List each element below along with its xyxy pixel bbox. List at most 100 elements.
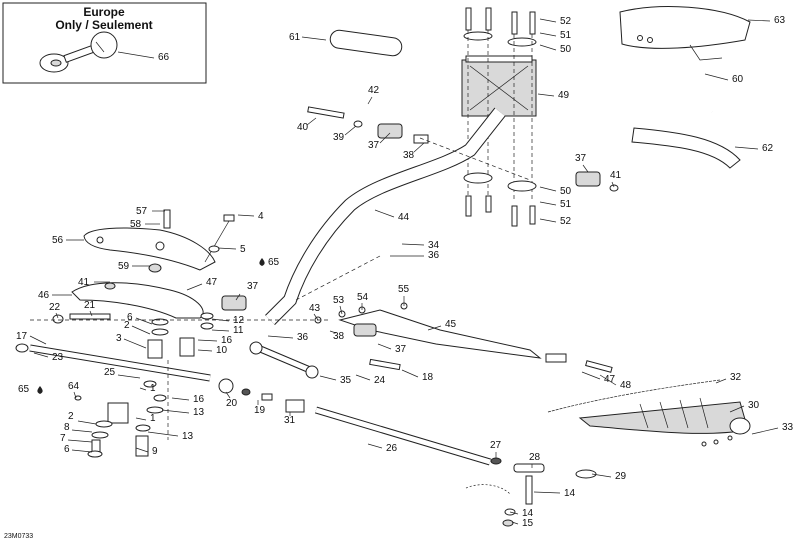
grip-61 bbox=[329, 29, 403, 57]
callout-label-26: 26 bbox=[386, 443, 398, 454]
callout-label-51: 51 bbox=[560, 199, 572, 210]
callout-leader bbox=[319, 375, 337, 381]
callout-leader bbox=[313, 313, 319, 321]
top-bolts bbox=[463, 7, 537, 47]
callout-leader bbox=[539, 18, 557, 23]
callout-leader bbox=[582, 164, 589, 173]
callout-label-3: 3 bbox=[116, 333, 122, 344]
callout-leader bbox=[237, 214, 255, 217]
callout-leader bbox=[139, 387, 147, 391]
callout-leader bbox=[427, 325, 442, 331]
callout-label-65: 65 bbox=[18, 384, 30, 395]
callout-label-52: 52 bbox=[560, 216, 572, 227]
callout-label-21: 21 bbox=[84, 300, 96, 311]
callout-label-16: 16 bbox=[221, 335, 233, 346]
callout-leader bbox=[267, 335, 294, 339]
callout-leader bbox=[511, 521, 519, 525]
callout-leader bbox=[715, 378, 727, 384]
callout-label-1: 1 bbox=[150, 413, 156, 424]
callout-leader bbox=[539, 218, 557, 223]
callout-label-27: 27 bbox=[490, 440, 502, 451]
callout-label-12: 12 bbox=[233, 315, 245, 326]
callout-label-37: 37 bbox=[395, 344, 407, 355]
lubricant-icon bbox=[37, 386, 43, 394]
callout-leader bbox=[306, 117, 317, 126]
callout-leader bbox=[344, 125, 357, 136]
callout-label-32: 32 bbox=[730, 372, 742, 383]
callout-label-55: 55 bbox=[398, 284, 410, 295]
callout-label-15: 15 bbox=[522, 518, 534, 529]
callout-label-37: 37 bbox=[368, 140, 380, 151]
callout-leader bbox=[599, 374, 617, 386]
callout-label-58: 58 bbox=[130, 219, 142, 230]
callout-label-9: 9 bbox=[152, 446, 158, 457]
ball-joint-rod bbox=[249, 341, 613, 379]
callout-label-30: 30 bbox=[748, 400, 760, 411]
callout-leader bbox=[89, 310, 93, 317]
inset-leader bbox=[117, 51, 155, 59]
callout-leader bbox=[539, 32, 557, 37]
callout-label-24: 24 bbox=[374, 375, 386, 386]
callout-leader bbox=[71, 429, 93, 433]
callout-leader bbox=[729, 405, 745, 413]
callout-label-25: 25 bbox=[104, 367, 116, 378]
callout-leader bbox=[539, 201, 557, 206]
callout-leader bbox=[147, 431, 179, 437]
support-plate bbox=[83, 209, 235, 273]
callout-label-60: 60 bbox=[732, 74, 744, 85]
callout-leader bbox=[379, 132, 391, 144]
callout-label-63: 63 bbox=[774, 15, 786, 26]
callout-leader bbox=[71, 449, 93, 453]
callout-leader bbox=[509, 511, 519, 515]
callout-leader bbox=[67, 439, 93, 443]
callout-label-45: 45 bbox=[445, 319, 457, 330]
callout-label-54: 54 bbox=[357, 292, 369, 303]
handlebar bbox=[349, 4, 716, 114]
callout-label-50: 50 bbox=[560, 44, 572, 55]
callout-leader bbox=[131, 325, 151, 335]
callout-leader bbox=[367, 443, 383, 449]
inset-title-line1: Europe bbox=[83, 5, 125, 19]
callout-label-56: 56 bbox=[52, 235, 64, 246]
callout-leader bbox=[77, 420, 97, 425]
callout-leader bbox=[29, 335, 47, 345]
callout-label-19: 19 bbox=[254, 405, 266, 416]
callout-label-52: 52 bbox=[560, 16, 572, 27]
callout-label-31: 31 bbox=[284, 415, 296, 426]
callout-label-34: 34 bbox=[428, 240, 440, 251]
callout-leader bbox=[161, 409, 190, 414]
callout-label-49: 49 bbox=[558, 90, 570, 101]
callout-label-29: 29 bbox=[615, 471, 627, 482]
callout-label-36: 36 bbox=[297, 332, 309, 343]
callout-label-65: 65 bbox=[268, 257, 280, 268]
callout-leader bbox=[367, 96, 373, 105]
callout-leader bbox=[611, 181, 615, 188]
callout-label-14: 14 bbox=[522, 508, 534, 519]
callout-label-62: 62 bbox=[762, 143, 774, 154]
callout-label-61: 61 bbox=[289, 32, 301, 43]
callout-leader bbox=[581, 371, 601, 380]
callout-label-36: 36 bbox=[428, 250, 440, 261]
callout-leader bbox=[73, 391, 77, 399]
callout-leader bbox=[734, 146, 759, 150]
bottom-clamps bbox=[463, 172, 537, 227]
callout-label-8: 8 bbox=[64, 422, 70, 433]
steering-column bbox=[265, 108, 505, 325]
callout-leader bbox=[217, 247, 237, 250]
callout-label-41: 41 bbox=[78, 277, 90, 288]
callout-leader bbox=[135, 417, 147, 421]
callout-leader bbox=[197, 339, 218, 342]
callout-label-28: 28 bbox=[529, 452, 541, 463]
europe-inset: Europe Only / Seulement 66 bbox=[2, 2, 207, 84]
callout-leader bbox=[225, 391, 231, 399]
callout-label-35: 35 bbox=[340, 375, 352, 386]
callout-leader bbox=[747, 19, 771, 22]
callout-label-41: 41 bbox=[610, 170, 622, 181]
callout-label-10: 10 bbox=[216, 345, 228, 356]
callout-label-2: 2 bbox=[124, 320, 130, 331]
callout-label-6: 6 bbox=[127, 312, 133, 323]
callout-label-23: 23 bbox=[52, 352, 64, 363]
callout-leader bbox=[401, 369, 419, 378]
callout-leader bbox=[539, 44, 557, 51]
